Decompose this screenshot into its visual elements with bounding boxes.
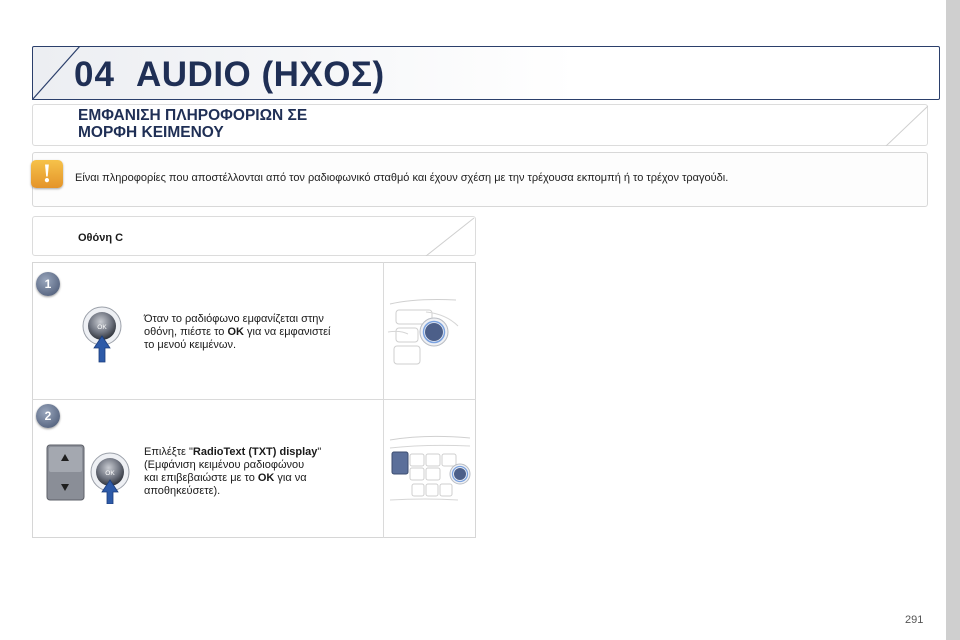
page-number: 291 [905, 614, 924, 626]
chapter-header [32, 46, 940, 100]
step-2-line1: Επιλέξτε "RadioText (TXT) display" [144, 446, 322, 458]
chapter-title: AUDIO (ΗΧΟΣ) [136, 55, 385, 94]
radio-panel-step1-illustration [387, 299, 459, 365]
section-corner-decoration [885, 105, 928, 146]
section-title-line2: ΜΟΡΦΗ ΚΕΙΜΕΝΟΥ [78, 124, 224, 141]
step-1-ok-label: OK [97, 324, 107, 331]
screen-corner-decoration [425, 217, 475, 256]
section-title-line1: ΕΜΦΑΝΙΣΗ ΠΛΗΡΟΦΟΡΙΩΝ ΣΕ [78, 107, 308, 124]
section-header [32, 104, 928, 146]
note-box [32, 152, 928, 207]
step-1-text: Όταν το ραδιόφωνο εμφανίζεται στην οθόνη… [144, 313, 330, 352]
screen-header [32, 216, 476, 256]
step-2-badge: 2 [36, 404, 60, 428]
ok-button-press-icon: OK [82, 306, 122, 363]
step-1-badge: 1 [36, 272, 60, 296]
column-divider [383, 262, 384, 538]
step-2-line3: και επιβεβαιώστε με το OK για να [144, 472, 307, 484]
radio-panel-step2-illustration [389, 435, 471, 501]
chapter-number: 04 [74, 55, 115, 94]
step-2-line4: αποθηκεύσετε). [144, 485, 221, 497]
ok-button-press-icon: OK [90, 452, 130, 504]
note-text: Είναι πληροφορίες που αποστέλλονται από … [75, 172, 729, 184]
step-1-line1: Όταν το ραδιόφωνο εμφανίζεται στην [144, 313, 324, 325]
step-divider [32, 399, 476, 400]
screen-label: Οθόνη C [78, 232, 124, 244]
chapter-corner-decoration [32, 46, 81, 100]
step-1-line3: το μενού κειμένων. [144, 339, 237, 351]
step-2-ok-label: OK [105, 470, 115, 477]
step-2-text: Επιλέξτε "RadioText (TXT) display" (Εμφά… [144, 446, 321, 498]
scroll-up-down-keys-icon [46, 444, 85, 501]
section-title: ΕΜΦΑΝΙΣΗ ΠΛΗΡΟΦΟΡΙΩΝ ΣΕ ΜΟΡΦΗ ΚΕΙΜΕΝΟΥ [78, 107, 458, 141]
step-2-line2: (Εμφάνιση κειμένου ραδιοφώνου [144, 459, 305, 471]
exclamation-warning-icon: ! [31, 160, 63, 188]
step-1-line2: οθόνη, πιέστε το OK για να εμφανιστεί [144, 326, 331, 338]
side-strip [946, 0, 960, 640]
